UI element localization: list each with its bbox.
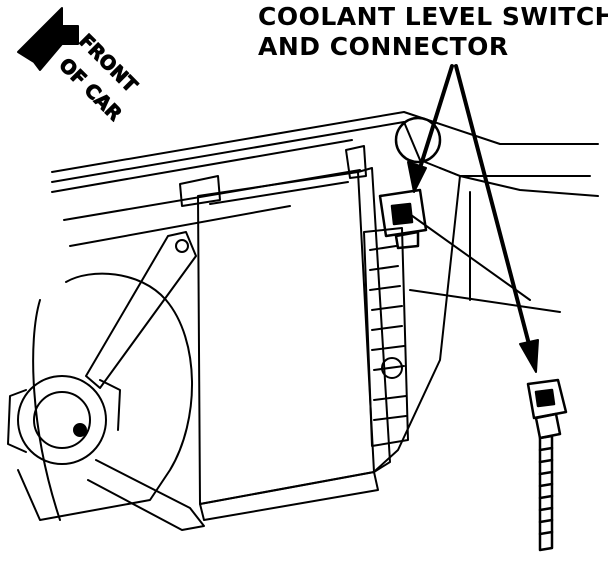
body-panel <box>51 111 599 471</box>
callout-label-line-1: COOLANT LEVEL SWITCH <box>258 2 608 31</box>
fan-brace <box>85 231 205 531</box>
front-of-car-arrow-icon <box>17 7 79 71</box>
callout-arrows <box>407 64 539 373</box>
radiator-core <box>179 145 391 521</box>
coolant-level-connector <box>526 378 568 552</box>
cooling-fan <box>7 272 193 521</box>
coolant-level-switch <box>378 116 442 250</box>
callout-label: COOLANT LEVEL SWITCH AND CONNECTOR <box>258 2 608 62</box>
radiator-side-tank <box>363 227 409 447</box>
callout-label-line-2: AND CONNECTOR <box>258 32 509 61</box>
